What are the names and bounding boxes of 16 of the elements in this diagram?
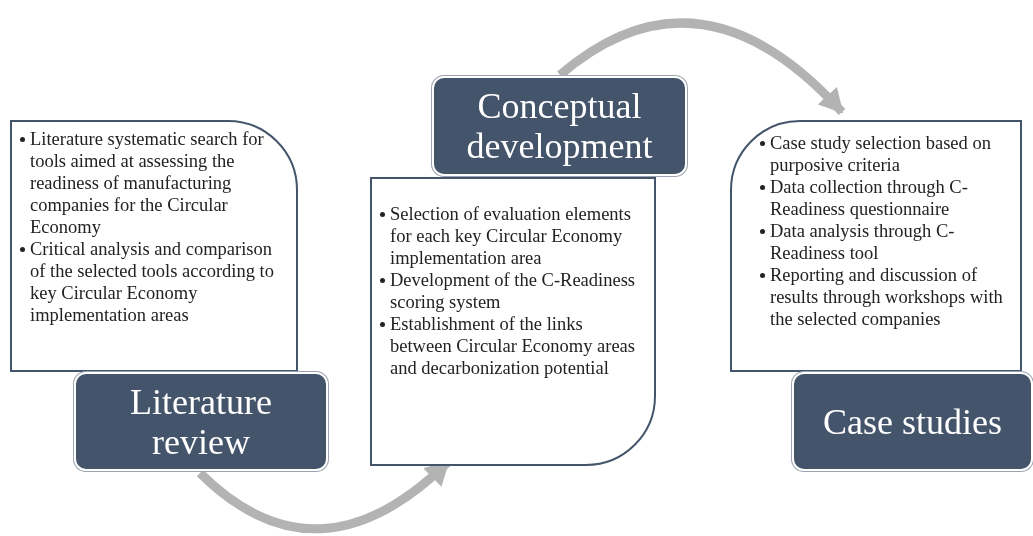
bullet-text: Literature systematic search for tools aimed at assessing the readiness of manufacturing companies for the Circular Economy bbox=[30, 128, 265, 238]
stage-heading: Literature review bbox=[74, 372, 328, 471]
text-panel bbox=[370, 177, 656, 466]
text-panel bbox=[10, 120, 298, 372]
bullet-text: Data analysis through C-Readiness tool bbox=[770, 220, 956, 264]
bullet-text: Critical analysis and comparison of the selected tools according to key Circular Economy implementation areas bbox=[30, 238, 275, 326]
bullet-text: Case study selection based on purposive criteria bbox=[770, 132, 992, 176]
bullet-text: Reporting and discussion of results through workshops with the selected companies bbox=[770, 264, 1004, 330]
bullet-text: Development of the C-Readiness scoring system bbox=[390, 269, 637, 313]
stage-heading: Case studies bbox=[792, 372, 1033, 471]
bullet-text: Establishment of the links between Circular Economy areas and decarbonization potential bbox=[390, 313, 637, 379]
text-panel bbox=[730, 120, 1022, 372]
stage-heading: Conceptual development bbox=[432, 76, 687, 176]
curved-arrow bbox=[557, 18, 846, 116]
bullet-text: Selection of evaluation elements for each key Circular Economy implementation area bbox=[390, 203, 632, 269]
bullet-text: Data collection through C-Readiness questionnaire bbox=[770, 176, 969, 220]
